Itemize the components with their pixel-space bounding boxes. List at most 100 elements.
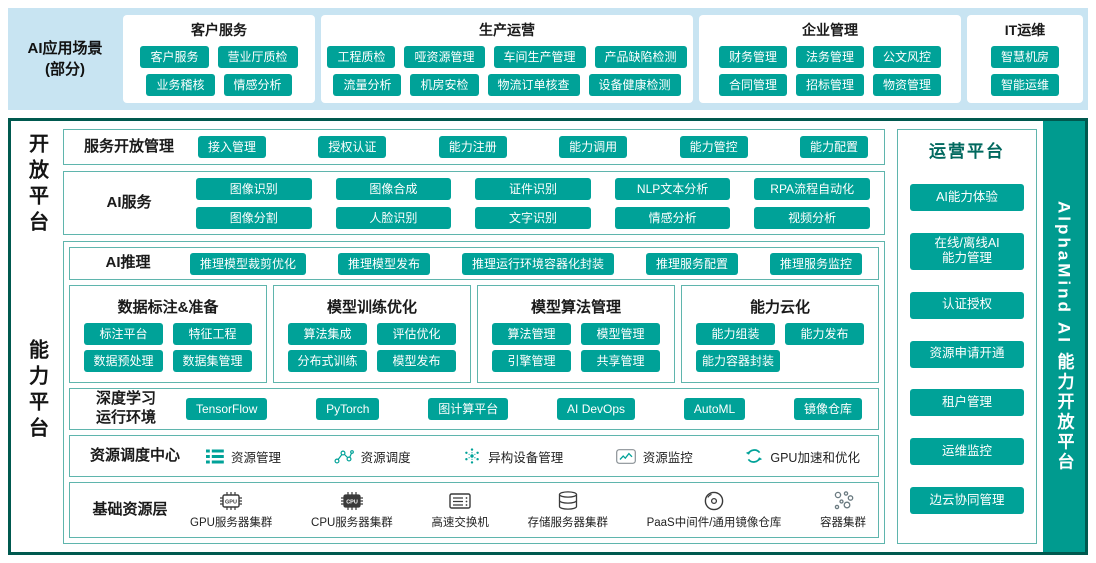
scheduler-item-label: GPU加速和优化 [770, 450, 860, 465]
side-labels: 开放平台 能力平台 [11, 121, 63, 552]
scheduler-item-label: 异构设备管理 [488, 450, 564, 465]
chip-row: 流量分析机房安检物流订单核查设备健康检测 [333, 74, 681, 96]
scheduler-item-label: 资源管理 [231, 450, 282, 465]
capability-platform-label: 能力平台 [25, 339, 48, 443]
infra-item-label: CPU服务器集群 [311, 517, 393, 529]
chip: 财务管理 [718, 46, 787, 68]
gpu-chip-icon: GPU [217, 490, 245, 512]
chip-row: 财务管理法务管理公文风控 [718, 46, 942, 68]
chip: 推理运行环境容器化封装 [461, 252, 614, 275]
brand-title: AlphaMind AI 能力开放平台 [1054, 200, 1074, 473]
network-icon [334, 449, 354, 464]
scenario-group-enterprise-mgmt: 企业管理 财务管理法务管理公文风控 合同管理招标管理物资管理 [699, 15, 961, 103]
infra-item: 存储服务器集群 [527, 490, 608, 530]
chip-row: 数据预处理数据集管理 [78, 350, 258, 373]
chip: 智能运维 [990, 74, 1059, 96]
scheduler-item: 异构设备管理 [463, 447, 563, 466]
monitor-chart-icon [615, 448, 636, 464]
chip-row: 智能运维 [990, 74, 1059, 96]
scenarios-band: AI应用场景 (部分) 客户服务 客户服务营业厅质检 业务稽核情感分析 生产运营… [8, 8, 1088, 110]
chip: 招标管理 [795, 74, 864, 96]
group-title: 生产运营 [479, 22, 535, 38]
chip: 资源申请开通 [910, 340, 1024, 368]
chip: 评估优化 [377, 322, 456, 345]
chip: 模型发布 [377, 350, 456, 373]
row-title: AI推理 [105, 254, 151, 272]
row-title: 服务开放管理 [83, 137, 174, 155]
chip: 文字识别 [475, 206, 591, 229]
chip: 推理模型裁剪优化 [190, 252, 307, 275]
chip: 情感分析 [614, 206, 731, 229]
row-title: 基础资源层 [92, 500, 168, 518]
infra-item-label: PaaS中间件/通用镜像仓库 [646, 517, 782, 529]
chip: 工程质检 [327, 46, 396, 68]
chip: 算法集成 [288, 322, 367, 345]
chip: 车间生产管理 [493, 46, 586, 68]
chip: 数据预处理 [84, 350, 163, 373]
chip: 哑资源管理 [404, 46, 485, 68]
chip: 接入管理 [198, 136, 267, 158]
svg-text:GPU: GPU [225, 500, 237, 506]
chip: 算法管理 [492, 322, 571, 345]
capability-groups-row: 数据标注&准备 标注平台特征工程 数据预处理数据集管理 模型训练优化 算法集成评… [69, 285, 879, 383]
chip: AI能力体验 [910, 183, 1024, 211]
infra-item-label: 容器集群 [820, 517, 866, 529]
chip: 运维监控 [910, 438, 1024, 466]
infra-item-label: 存储服务器集群 [527, 517, 608, 529]
chip: 能力管控 [679, 136, 748, 158]
chip: AutoML [683, 398, 746, 420]
scheduler-item: GPU加速和优化 [745, 447, 860, 466]
group-data-labeling: 数据标注&准备 标注平台特征工程 数据预处理数据集管理 [69, 285, 267, 383]
chip: AI DevOps [557, 398, 636, 420]
chip-row: 业务稽核情感分析 [146, 74, 292, 96]
chip-row: 智慧机房 [990, 46, 1059, 68]
scenario-group-it-ops: IT运维 智慧机房 智能运维 [967, 15, 1083, 103]
infra-item: PaaS中间件/通用镜像仓库 [646, 490, 782, 530]
scheduler-item-label: 资源调度 [360, 450, 411, 465]
chip: 法务管理 [795, 46, 864, 68]
scheduler-item: 资源调度 [334, 447, 411, 466]
row-title: 深度学习 运行环境 [95, 390, 156, 426]
group-title: 模型算法管理 [530, 298, 621, 316]
infra-item: 容器集群 [820, 490, 866, 530]
operations-list: AI能力体验在线/离线AI 能力管理认证授权资源申请开通租户管理运维监控边云协同… [904, 162, 1030, 536]
storage-icon [555, 490, 581, 512]
chip: 物资管理 [873, 74, 942, 96]
chip-row: 能力容器封装 [690, 350, 870, 373]
chip: 图像合成 [335, 177, 452, 200]
chip: 智慧机房 [990, 46, 1059, 68]
group-model-training: 模型训练优化 算法集成评估优化 分布式训练模型发布 [273, 285, 471, 383]
chip: 引擎管理 [492, 350, 571, 373]
infra-item: 高速交换机 [431, 490, 489, 530]
row-title: 资源调度中心 [89, 446, 180, 464]
group-title: 客户服务 [191, 22, 247, 38]
chip-row: 图像分割人脸识别文字识别情感分析视频分析 [196, 206, 870, 229]
platform-frame: 开放平台 能力平台 服务开放管理 接入管理授权认证能力注册能力调用能力管控能力配… [8, 118, 1088, 555]
infra-item: GPU GPU服务器集群 [190, 490, 272, 530]
infra-items: GPU GPU服务器集群 CPU CPU服务器集群 [184, 490, 872, 530]
cpu-chip-icon: CPU [338, 490, 366, 512]
chip-row: 接入管理授权认证能力注册能力调用能力管控能力配置 [188, 136, 878, 158]
chip-row: 算法管理模型管理 [486, 322, 666, 345]
chip: 流量分析 [333, 74, 402, 96]
row-title: AI服务 [106, 193, 152, 211]
disc-icon [702, 490, 726, 512]
chip: 推理模型发布 [337, 252, 430, 275]
chip-row: 能力组装能力发布 [690, 322, 870, 345]
chip: 数据集管理 [173, 350, 252, 373]
chip-row: 合同管理招标管理物资管理 [718, 74, 942, 96]
group-title: 能力云化 [749, 298, 810, 316]
chip: 认证授权 [910, 291, 1024, 319]
service-open-mgmt-row: 服务开放管理 接入管理授权认证能力注册能力调用能力管控能力配置 [63, 129, 885, 165]
group-capability-cloudification: 能力云化 能力组装能力发布 能力容器封装 [681, 285, 879, 383]
group-title: IT运维 [1004, 22, 1046, 38]
chip: NLP文本分析 [614, 177, 731, 200]
group-title: 模型训练优化 [326, 298, 417, 316]
gpu-accel-refresh-icon [745, 448, 763, 464]
container-cluster-icon [831, 490, 855, 512]
chip: 合同管理 [718, 74, 787, 96]
chip: 图像识别 [196, 177, 312, 200]
